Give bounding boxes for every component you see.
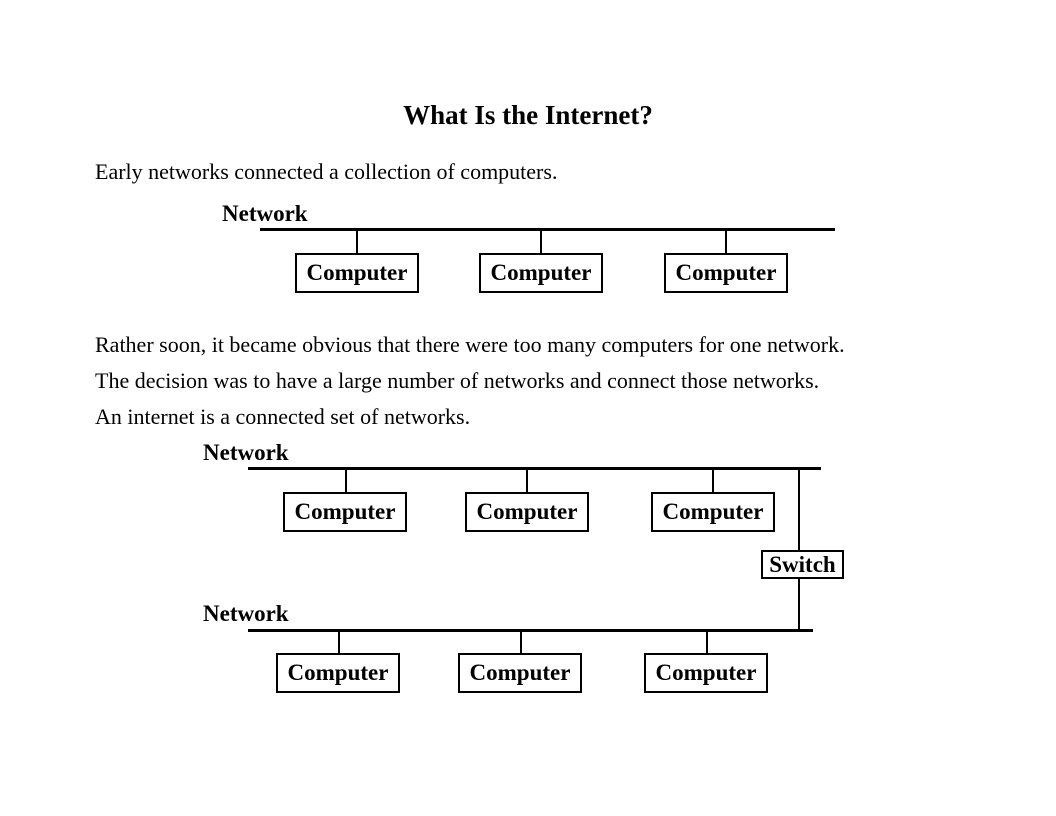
computer-node: Computer	[283, 492, 407, 532]
drop-line	[345, 470, 347, 492]
computer-label: Computer	[476, 499, 578, 524]
drop-line	[712, 470, 714, 492]
paragraph-line: An internet is a connected set of networ…	[95, 404, 471, 429]
paragraph-early-networks: Early networks connected a collection of…	[95, 159, 558, 184]
computer-node: Computer	[651, 492, 775, 532]
computer-node: Computer	[276, 653, 400, 693]
drop-line	[526, 470, 528, 492]
computer-label: Computer	[490, 260, 592, 285]
computer-label: Computer	[662, 499, 764, 524]
computer-label: Computer	[287, 660, 389, 685]
network-bus-line	[248, 467, 821, 470]
computer-label: Computer	[655, 660, 757, 685]
paragraph-line: Rather soon, it became obvious that ther…	[95, 332, 845, 357]
network-bus-line	[248, 629, 813, 632]
network-bus-line	[260, 228, 835, 231]
computer-node: Computer	[458, 653, 582, 693]
computer-node: Computer	[644, 653, 768, 693]
computer-node: Computer	[465, 492, 589, 532]
page-title: What Is the Internet?	[403, 100, 653, 130]
drop-line	[356, 231, 358, 253]
drop-line	[725, 231, 727, 253]
paragraph-line: The decision was to have a large number …	[95, 368, 820, 393]
computer-label: Computer	[294, 499, 396, 524]
drop-line	[338, 632, 340, 653]
switch-label: Switch	[769, 551, 836, 577]
paragraph-internet-definition: Rather soon, it became obvious that ther…	[95, 327, 845, 435]
drop-line	[520, 632, 522, 653]
computer-node: Computer	[664, 253, 788, 293]
network-label: Network	[222, 201, 308, 226]
switch-node: Switch	[761, 550, 844, 579]
computer-label: Computer	[306, 260, 408, 285]
computer-node: Computer	[479, 253, 603, 293]
network-label: Network	[203, 601, 289, 626]
drop-line	[540, 231, 542, 253]
network-label: Network	[203, 440, 289, 465]
computer-node: Computer	[295, 253, 419, 293]
computer-label: Computer	[675, 260, 777, 285]
computer-label: Computer	[469, 660, 571, 685]
drop-line	[706, 632, 708, 653]
